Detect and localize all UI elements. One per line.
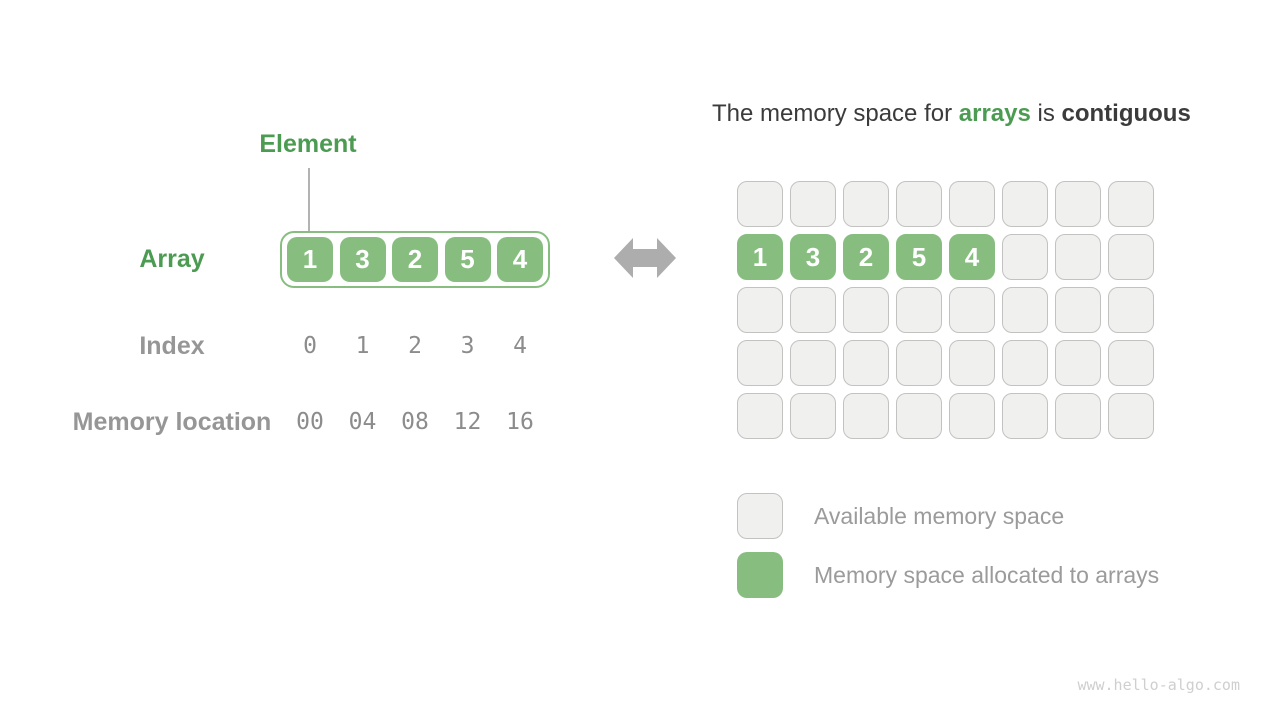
memory-cell	[843, 393, 889, 439]
memory-location-value: 00	[296, 409, 324, 435]
available-memory-swatch	[737, 493, 783, 539]
index-value: 0	[303, 333, 317, 359]
memory-cell	[1108, 181, 1154, 227]
array-cell: 4	[497, 237, 543, 282]
memory-cell	[1055, 393, 1101, 439]
title-middle: is	[1030, 100, 1062, 127]
array-cell: 1	[287, 237, 333, 282]
memory-cell	[790, 181, 836, 227]
element-pointer-line	[308, 168, 310, 232]
memory-cell	[1002, 340, 1048, 386]
legend-row: Available memory space	[737, 493, 1159, 539]
array-cell: 3	[339, 237, 386, 282]
memory-cell	[896, 393, 942, 439]
index-label: Index	[139, 332, 205, 360]
double-arrow-icon	[614, 238, 676, 278]
memory-cell-allocated: 1	[737, 234, 783, 280]
legend-label: Memory space allocated to arrays	[814, 561, 1160, 588]
memory-cell	[843, 287, 889, 333]
memory-cell	[896, 340, 942, 386]
title-highlight-arrays: arrays	[958, 100, 1031, 127]
memory-cell	[1002, 287, 1048, 333]
array-cell: 2	[392, 237, 438, 282]
index-value: 4	[513, 333, 527, 359]
index-value: 2	[408, 333, 422, 359]
memory-cell	[737, 287, 783, 333]
memory-cell	[949, 181, 995, 227]
memory-cell	[1055, 287, 1101, 333]
title-prefix: The memory space for	[712, 100, 959, 127]
index-value: 1	[355, 333, 370, 359]
memory-cell	[1055, 340, 1101, 386]
memory-cell-allocated: 3	[790, 234, 836, 280]
figure-title: The memory space for arrays is contiguou…	[712, 100, 1191, 128]
memory-cell	[949, 393, 995, 439]
memory-cell	[896, 287, 942, 333]
watermark: www.hello-algo.com	[1077, 676, 1240, 694]
memory-cell	[790, 287, 836, 333]
allocated-memory-swatch	[737, 552, 783, 598]
memory-cell-allocated: 4	[949, 234, 995, 280]
memory-cell	[737, 340, 783, 386]
memory-cell-allocated: 2	[843, 234, 889, 280]
memory-cell	[737, 393, 783, 439]
index-value: 3	[460, 333, 475, 359]
memory-location-value: 04	[348, 409, 377, 435]
memory-cell	[949, 340, 995, 386]
memory-cell	[1002, 234, 1048, 280]
memory-cell	[1055, 181, 1101, 227]
memory-location-label: Memory location	[72, 408, 272, 436]
memory-cell	[843, 340, 889, 386]
memory-cell	[1002, 393, 1048, 439]
memory-location-row: 00 04 08 12 16	[286, 409, 544, 435]
memory-location-value: 08	[401, 409, 429, 435]
memory-cell	[1108, 287, 1154, 333]
title-bold-contiguous: contiguous	[1061, 100, 1191, 127]
memory-cell	[1108, 234, 1154, 280]
memory-cell	[1108, 393, 1154, 439]
memory-cell-allocated: 5	[896, 234, 942, 280]
memory-cell	[790, 340, 836, 386]
array-label: Array	[139, 245, 205, 273]
memory-cell	[737, 181, 783, 227]
memory-cell	[843, 181, 889, 227]
legend-row: Memory space allocated to arrays	[737, 552, 1159, 598]
legend-label: Available memory space	[814, 502, 1065, 529]
memory-location-value: 12	[453, 409, 482, 435]
memory-cell	[949, 287, 995, 333]
array-cell: 5	[444, 237, 491, 282]
memory-cell	[896, 181, 942, 227]
memory-cell	[1055, 234, 1101, 280]
memory-cell	[790, 393, 836, 439]
index-row: 0 1 2 3 4	[286, 333, 544, 359]
memory-cell	[1002, 181, 1048, 227]
memory-cell	[1108, 340, 1154, 386]
element-label: Element	[259, 130, 357, 158]
memory-location-value: 16	[506, 409, 534, 435]
